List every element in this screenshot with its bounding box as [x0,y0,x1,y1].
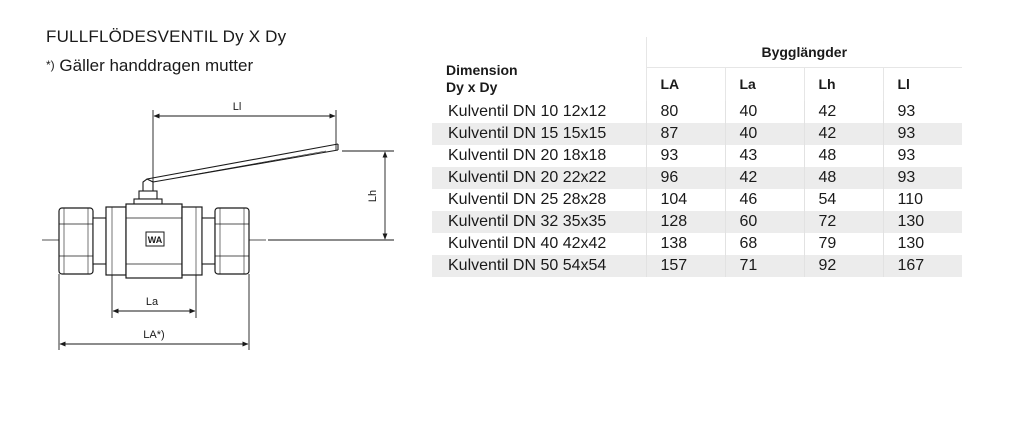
cell-Ll: 167 [897,257,925,274]
ll-dimension: Ll [152,101,337,195]
cell-Ll: 93 [897,169,916,186]
row-name: Kulventil DN 25 28x28 [432,189,647,211]
cell-Ll: 93 [897,147,916,164]
row-name: Kulventil DN 20 18x18 [432,145,647,167]
body-mark: WA [148,235,163,245]
footnote: *) Gäller handdragen mutter [46,56,253,76]
cell-LA: 157 [646,255,726,277]
row-name: Kulventil DN 10 12x12 [432,101,647,123]
right-compression-nut [201,207,250,275]
cell-Lh: 42 [804,123,884,145]
table-row: Kulventil DN 15 15x15 87 40 42 93 [432,123,962,145]
cell-La: 40 [725,123,805,145]
cell-La: 60 [725,211,805,233]
row-name: Kulventil DN 32 35x35 [432,211,647,233]
cell-LA: 128 [646,211,726,233]
table-row: Kulventil DN 20 18x18 93 43 48 93 [432,145,962,167]
cell-Lh: 42 [804,101,884,123]
cell-Lh: 48 [804,145,884,167]
valve-stem [133,190,163,208]
table-row: Kulventil DN 25 28x28 104 46 54 110 [432,189,962,211]
lh-dimension: Lh [268,150,394,241]
row-name: Kulventil DN 50 54x54 [432,255,647,277]
dimension-header-line1: Dimension [446,62,518,78]
cell-Ll: 130 [897,235,925,252]
footnote-text: Gäller handdragen mutter [59,56,254,75]
cell-Lh: 79 [804,233,884,255]
table-row: Kulventil DN 32 35x35 128 60 72 130 [432,211,962,233]
la-dimension: La [111,275,197,318]
bygglangder-header: Bygglängder [646,37,962,68]
dimensions-table: Dimension Dy x Dy Bygglängder LA La Lh L… [432,37,962,277]
footnote-marker: *) [46,58,55,72]
dimension-header: Dimension Dy x Dy [432,37,647,101]
table-row: Kulventil DN 50 54x54 157 71 92 167 [432,255,962,277]
cell-Ll: 93 [897,125,916,142]
row-name: Kulventil DN 15 15x15 [432,123,647,145]
la-label: La [146,296,159,308]
cell-LA: 138 [646,233,726,255]
column-header-Ll: Ll [897,76,910,92]
lh-label: Lh [367,190,379,202]
la-total-label: LA*) [143,329,164,341]
table-row: Kulventil DN 20 22x22 96 42 48 93 [432,167,962,189]
cell-Ll: 110 [897,191,924,208]
cell-LA: 93 [646,145,726,167]
page-title: FULLFLÖDESVENTIL Dy X Dy [46,27,287,46]
cell-LA: 87 [646,123,726,145]
cell-La: 71 [725,255,805,277]
cell-La: 43 [725,145,805,167]
valve-body: WA [105,203,203,279]
ll-label: Ll [233,101,242,113]
cell-LA: 96 [646,167,726,189]
cell-Ll: 130 [897,213,925,230]
cell-La: 68 [725,233,805,255]
cell-La: 40 [725,101,805,123]
row-name: Kulventil DN 40 42x42 [432,233,647,255]
cell-Lh: 48 [804,167,884,189]
la-total-dimension: LA*) [58,274,250,350]
cell-Ll: 93 [897,103,916,120]
cell-LA: 80 [646,101,726,123]
cell-Lh: 72 [804,211,884,233]
ball-valve-drawing: Ll Lh WA [42,101,394,350]
cell-Lh: 54 [804,189,884,211]
left-compression-nut [58,207,107,275]
cell-La: 42 [725,167,805,189]
table-row: Kulventil DN 10 12x12 80 40 42 93 [432,101,962,123]
row-name: Kulventil DN 20 22x22 [432,167,647,189]
cell-La: 46 [725,189,805,211]
valve-handle [142,143,339,192]
column-header-Lh: Lh [804,67,884,101]
cell-LA: 104 [646,189,726,211]
cell-Lh: 92 [804,255,884,277]
column-header-LA: LA [646,67,726,101]
table-column-header-row: LA La Lh Ll [432,67,962,101]
table-row: Kulventil DN 40 42x42 138 68 79 130 [432,233,962,255]
dimension-header-line2: Dy x Dy [446,79,498,95]
column-header-La: La [725,67,805,101]
table-group-header-row: Dimension Dy x Dy Bygglängder [432,37,962,101]
